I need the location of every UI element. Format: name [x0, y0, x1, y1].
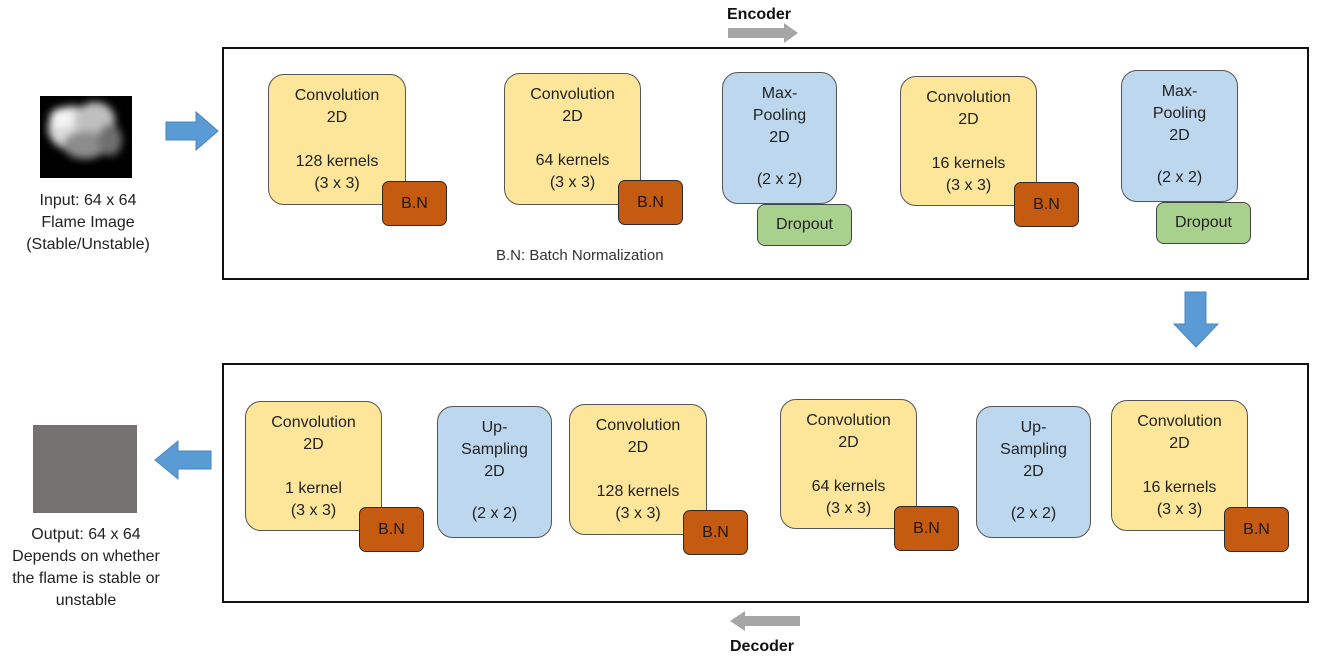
input-caption-line: Input: 64 x 64 [39, 192, 137, 209]
bn-legend: B.N: Batch Normalization [496, 247, 664, 264]
encoder-batch-norm-1: B.N [382, 181, 447, 226]
block-detail: 64 kernels [535, 152, 610, 169]
decoder-label: Decoder [730, 638, 795, 655]
block-name: Up- [1020, 419, 1047, 436]
block-detail: (3 x 3) [290, 502, 337, 519]
output-caption-line: Depends on whether [12, 548, 160, 565]
block-name: 2D [1169, 435, 1190, 452]
output-image [33, 425, 137, 513]
decoder-batch-norm-1: B.N [359, 507, 424, 552]
encoder-batch-norm-3: B.N [1014, 182, 1079, 227]
block-detail: (3 x 3) [615, 505, 661, 522]
block-name: 2D [838, 434, 859, 451]
decoder-direction-arrow-icon [730, 611, 800, 631]
output-arrow-icon [154, 439, 212, 481]
decoder-upsampling2d-block-1: Up- Sampling 2D (2 x 2) [437, 406, 552, 538]
block-name: Pooling [1152, 105, 1207, 122]
block-name: Convolution [1137, 413, 1222, 430]
block-name: 2D [1169, 127, 1190, 144]
block-name: 2D [562, 108, 583, 125]
block-name: Convolution [926, 89, 1011, 106]
block-detail: 64 kernels [811, 478, 886, 495]
block-name: 2D [769, 129, 790, 146]
block-detail: (2 x 2) [471, 505, 518, 522]
input-caption: Input: 64 x 64 Flame Image (Stable/Unsta… [10, 190, 166, 256]
block-name: 2D [627, 439, 649, 456]
block-name: Convolution [530, 86, 615, 103]
encoder-maxpooling2d-block-1: Max- Pooling 2D (2 x 2) [722, 72, 837, 204]
block-name: Sampling [1000, 441, 1067, 458]
encoder-direction-arrow-icon [728, 23, 798, 43]
block-name: Max- [1161, 83, 1198, 100]
block-name: Convolution [271, 414, 356, 431]
output-caption-line: Output: 64 x 64 [31, 526, 141, 543]
block-detail: 1 kernel [285, 480, 342, 497]
block-detail: 128 kernels [596, 483, 680, 500]
block-name: 2D [484, 463, 505, 480]
encoder-batch-norm-2: B.N [618, 180, 683, 225]
output-caption: Output: 64 x 64 Depends on whether the f… [0, 524, 172, 612]
decoder-batch-norm-3: B.N [894, 506, 959, 551]
encoder-conv2d-block-3: Convolution 2D 16 kernels (3 x 3) [900, 76, 1037, 206]
encoder-dropout-1: Dropout [757, 204, 852, 246]
block-detail: (2 x 2) [756, 171, 803, 188]
block-name: Pooling [752, 107, 807, 124]
input-caption-line: (Stable/Unstable) [26, 236, 150, 253]
block-name: Convolution [806, 412, 891, 429]
block-detail: (2 x 2) [1010, 505, 1057, 522]
block-detail: 16 kernels [931, 155, 1006, 172]
encoder-maxpooling2d-block-2: Max- Pooling 2D (2 x 2) [1121, 70, 1238, 202]
block-detail: (3 x 3) [1156, 501, 1203, 518]
block-detail: (3 x 3) [314, 175, 360, 192]
block-name: 2D [326, 109, 348, 126]
down-arrow-icon [1172, 291, 1220, 348]
block-detail: (3 x 3) [549, 174, 596, 191]
input-arrow-icon [165, 110, 219, 152]
decoder-conv2d-block-4: Convolution 2D 16 kernels (3 x 3) [1111, 400, 1248, 531]
decoder-upsampling2d-block-2: Up- Sampling 2D (2 x 2) [976, 406, 1091, 538]
encoder-dropout-2: Dropout [1156, 202, 1251, 244]
block-detail: (3 x 3) [945, 177, 992, 194]
block-name: 2D [303, 436, 324, 453]
block-name: Convolution [294, 87, 380, 104]
block-name: Convolution [595, 417, 681, 434]
input-caption-line: Flame Image [41, 214, 135, 231]
input-flame-image [40, 96, 132, 178]
block-detail: (2 x 2) [1156, 169, 1203, 186]
block-name: 2D [1023, 463, 1044, 480]
block-name: 2D [958, 111, 979, 128]
block-name: Sampling [461, 441, 528, 458]
block-detail: 128 kernels [295, 153, 379, 170]
encoder-label: Encoder [727, 6, 792, 23]
decoder-batch-norm-4: B.N [1224, 507, 1289, 552]
block-detail: 16 kernels [1142, 479, 1217, 496]
block-detail: (3 x 3) [825, 500, 872, 517]
block-name: Up- [481, 419, 508, 436]
block-name: Max- [761, 85, 798, 102]
output-caption-line: unstable [55, 592, 117, 609]
decoder-conv2d-block-3: Convolution 2D 64 kernels (3 x 3) [780, 399, 917, 529]
decoder-batch-norm-2: B.N [683, 510, 748, 555]
output-caption-line: the flame is stable or [12, 570, 160, 587]
